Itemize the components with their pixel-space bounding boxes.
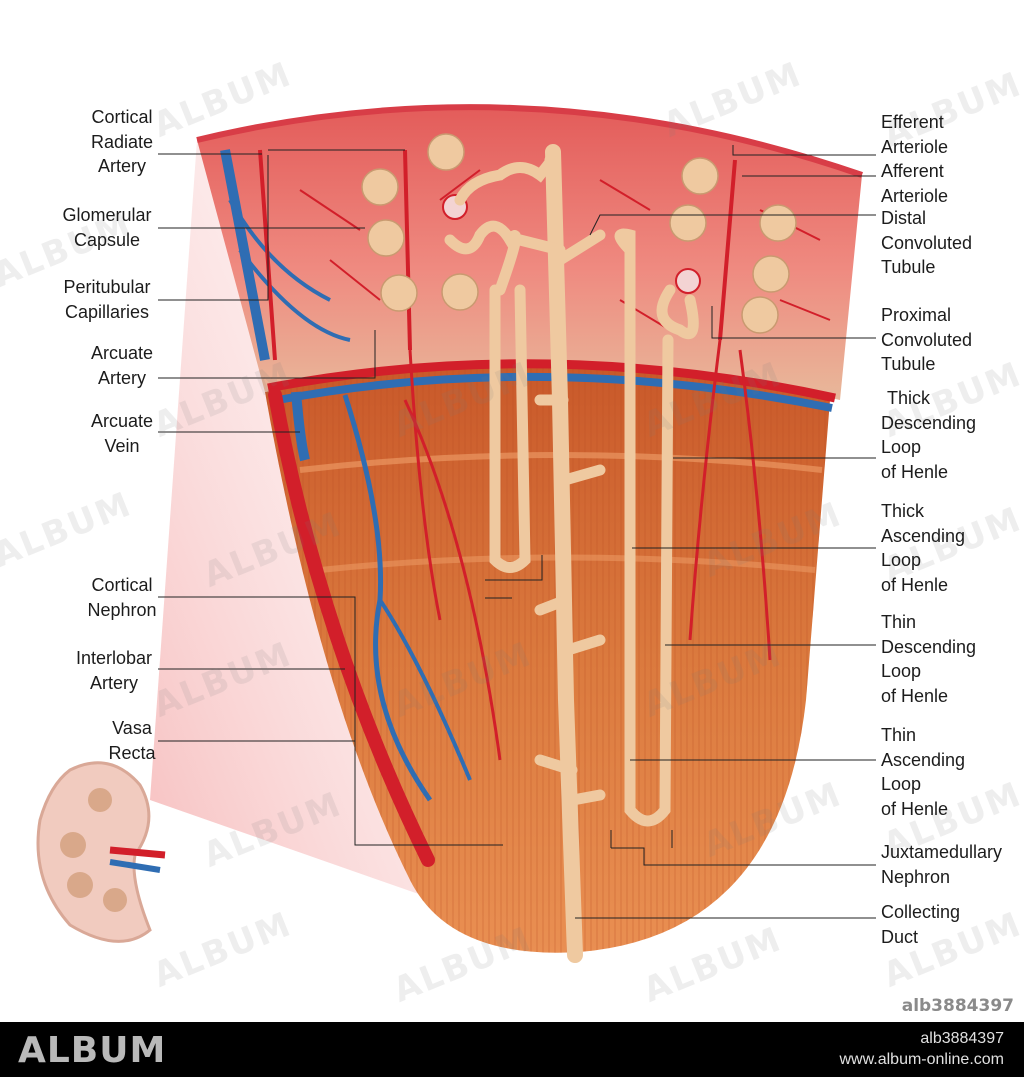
interlobar-vein-vessel — [291, 391, 310, 462]
leader-lines — [158, 145, 876, 919]
arcuate-artery-vessel — [267, 359, 836, 403]
footer-image-id: alb3884397 — [920, 1030, 1004, 1047]
footer-bar: ALBUM alb3884397 www.album-online.com — [0, 1022, 1024, 1077]
kidney-inset — [36, 761, 166, 943]
nephron-diagram — [36, 104, 876, 963]
arcuate-vein-vessel — [277, 372, 833, 412]
footer-url-link[interactable]: www.album-online.com — [839, 1051, 1004, 1068]
cortex-region — [197, 107, 862, 400]
image-id: alb3884397 — [901, 996, 1014, 1016]
collecting-duct-vessel — [545, 144, 583, 963]
footer-logo[interactable]: ALBUM — [18, 1030, 167, 1071]
glomeruli — [361, 133, 797, 334]
interlobar-artery-vessel — [268, 388, 435, 867]
